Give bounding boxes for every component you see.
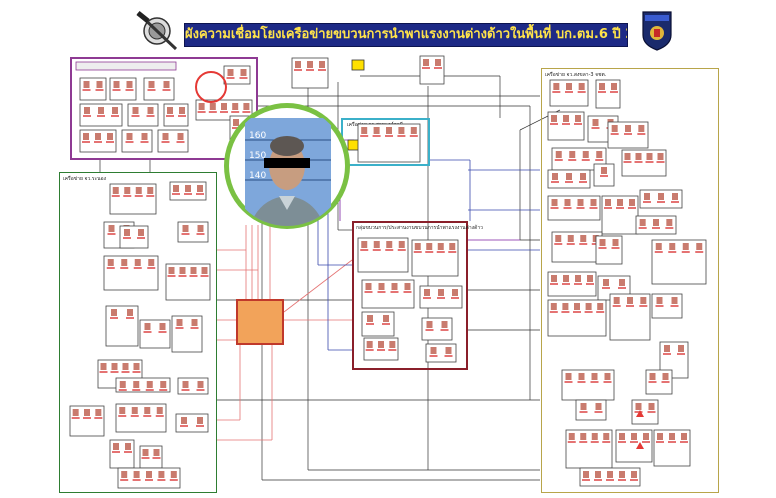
alert-marker-icon: [636, 410, 644, 417]
immigration-badge-icon: [642, 11, 672, 51]
network-node: [79, 129, 117, 153]
network-node: [79, 103, 123, 127]
network-node: [69, 405, 105, 437]
network-node: [631, 399, 659, 425]
network-node: [361, 279, 415, 309]
network-node: [547, 299, 607, 337]
network-node: [351, 59, 365, 71]
network-node: [425, 343, 457, 363]
network-node: [653, 429, 691, 467]
focus-circle: [195, 71, 227, 103]
network-node: [565, 429, 613, 469]
network-node: [163, 103, 189, 127]
network-node: [175, 413, 209, 433]
network-node: [171, 315, 203, 353]
network-node: [195, 99, 253, 121]
height-150-label: 150: [249, 151, 266, 161]
network-node: [109, 439, 135, 469]
network-node: [357, 123, 421, 163]
network-node: [143, 77, 175, 101]
network-node: [109, 77, 137, 101]
network-node: [139, 445, 163, 469]
cluster-label-coordination: กลุ่มขบวนการ/ประสานงานขบวนการนำพาแรงงานต…: [356, 225, 483, 231]
cluster-coordination: [352, 221, 468, 370]
height-160-label: 160: [249, 131, 266, 141]
police-emblem-icon: [136, 11, 178, 51]
network-node: [109, 183, 157, 215]
network-node: [639, 189, 683, 209]
connection-line: [283, 259, 353, 313]
network-node: [547, 111, 585, 141]
page-title: ผังความเชื่อมโยงเครือข่ายขบวนการนำพาแรงง…: [184, 23, 628, 47]
network-node: [105, 305, 139, 347]
network-node: [609, 293, 651, 341]
network-node: [363, 337, 399, 361]
network-node: [635, 215, 677, 235]
network-node: [117, 467, 181, 489]
network-node: [421, 317, 453, 341]
network-node: [615, 429, 653, 463]
network-node: [165, 263, 211, 301]
network-node: [593, 163, 615, 187]
cluster-songkhla: [541, 68, 719, 493]
cluster-label-songkhla: เครือข่าย จว.สงขลา-3 จชต.: [545, 72, 607, 78]
cluster-ranong: [59, 172, 217, 493]
network-node: [547, 271, 597, 297]
network-node: [651, 293, 683, 319]
alert-marker-icon: [636, 442, 644, 449]
network-node: [601, 195, 639, 235]
network-node: [579, 467, 641, 487]
network-node: [575, 399, 607, 421]
network-node: [595, 235, 623, 265]
network-node: [357, 237, 409, 273]
network-node: [157, 129, 189, 153]
suspect-photo-inset: 160 150 140: [224, 103, 350, 229]
network-node: [419, 285, 463, 309]
height-140-label: 140: [249, 171, 266, 181]
network-node: [119, 225, 149, 249]
network-node: [607, 121, 649, 149]
network-node: [621, 149, 667, 177]
network-node: [547, 169, 591, 189]
network-node: [169, 181, 207, 201]
network-node: [177, 377, 209, 395]
cluster-label-ranong: เครือข่าย จว.ระนอง: [63, 176, 107, 182]
network-node: [645, 369, 673, 395]
network-node: [419, 55, 445, 85]
network-node: [547, 195, 601, 221]
network-node: [561, 369, 615, 401]
network-node: [551, 231, 603, 263]
network-node: [103, 255, 159, 291]
network-node: [79, 77, 107, 101]
network-node: [127, 103, 159, 127]
central-hub-box: [236, 299, 284, 345]
network-node: [75, 61, 177, 71]
network-node: [651, 239, 707, 285]
network-node: [291, 57, 329, 89]
network-node: [139, 319, 171, 349]
network-node: [121, 129, 153, 153]
network-node: [595, 79, 621, 109]
network-node: [549, 79, 589, 107]
cluster-top-left: [70, 57, 258, 160]
network-node: [115, 403, 167, 433]
network-node: [177, 221, 209, 243]
network-node: [361, 311, 395, 337]
network-node: [223, 65, 251, 85]
network-node: [411, 239, 459, 277]
network-node: [115, 377, 171, 393]
